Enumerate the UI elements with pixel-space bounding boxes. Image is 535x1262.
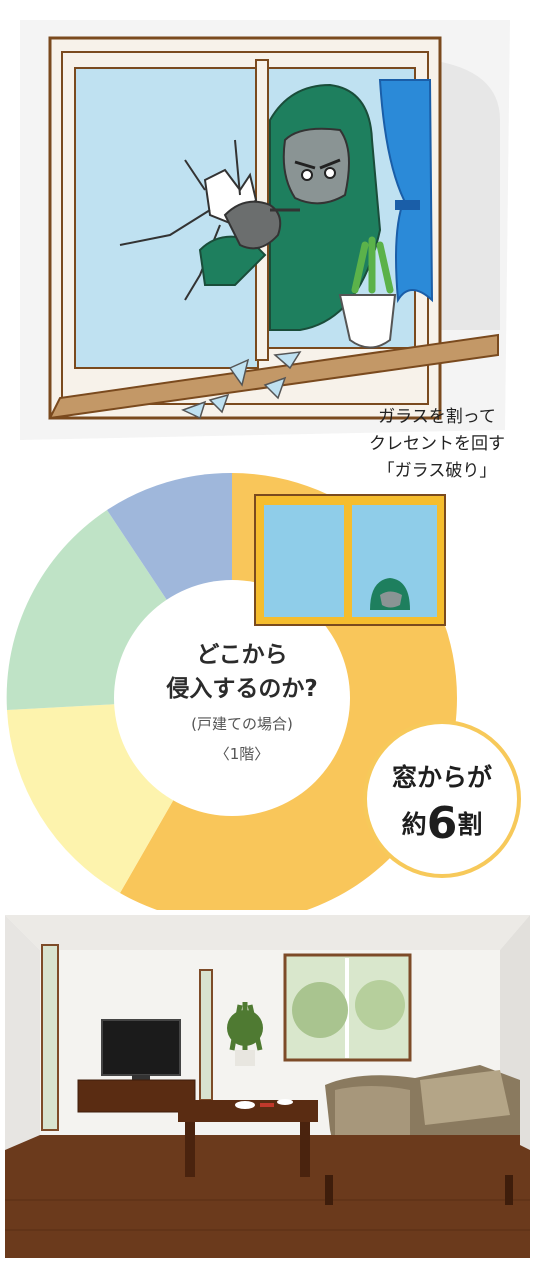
living-room-image: [0, 910, 535, 1262]
window-break-illustration: [20, 20, 510, 440]
caption-line-1: ガラスを割って: [378, 407, 496, 427]
callout-line-2: 約6割: [367, 798, 517, 849]
question-line-1: どこから: [196, 642, 288, 668]
note-floor: 〈1階〉: [214, 745, 270, 763]
callout-prefix: 約: [401, 810, 427, 839]
pie-center-text: どこから 侵入するのか? (戸建ての場合) 〈1階〉: [132, 638, 352, 766]
intrusion-pie-section: どこから 侵入するのか? (戸建ての場合) 〈1階〉 窓からが 約6割: [0, 470, 535, 910]
caption: ガラスを割って クレセントを回す 「ガラス破り」: [369, 404, 505, 485]
callout-suffix: 割: [457, 810, 483, 839]
living-room-photo: [0, 910, 535, 1262]
caption-line-3: 「ガラス破り」: [377, 461, 497, 481]
question-line-2: 侵入するのか?: [166, 676, 318, 702]
callout-value: 6: [426, 798, 458, 849]
window-callout: 窓からが 約6割: [363, 720, 521, 878]
pie-center: [114, 580, 350, 816]
burglar-illustration: ガラスを割って クレセントを回す 「ガラス破り」: [0, 0, 535, 481]
note-detached-house: (戸建ての場合): [191, 715, 293, 733]
caption-line-2: クレセントを回す: [369, 434, 505, 454]
callout-line-1: 窓からが: [391, 763, 492, 792]
